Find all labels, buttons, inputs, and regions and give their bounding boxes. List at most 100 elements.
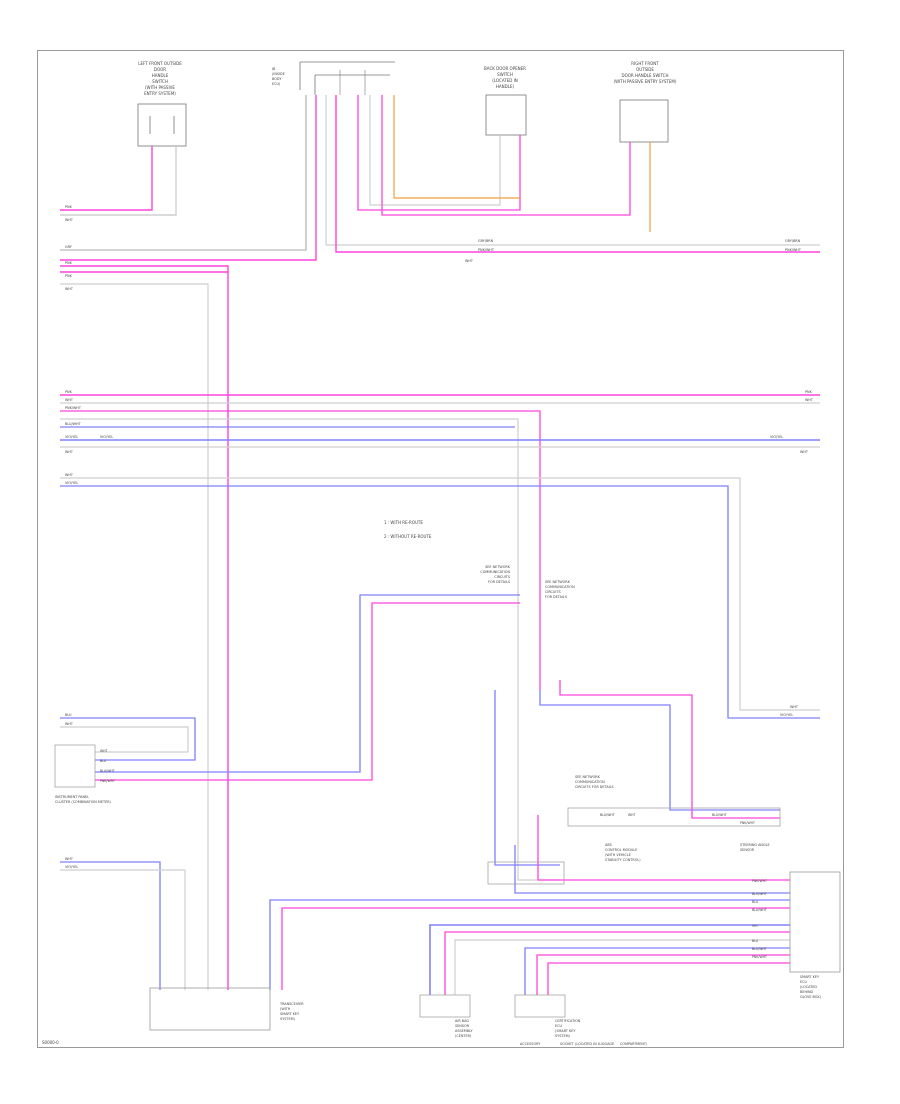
wire-bl-r2: VIO/YEL xyxy=(65,865,78,869)
network-midlink-1: SEE NETWORK COMMUNICATION CIRCUITS FOR D… xyxy=(480,565,510,584)
trunk-label-1: BACK DOOR OPENER xyxy=(484,66,526,71)
diagram-label: WHT xyxy=(100,749,108,753)
wire-inst-r1: BLU xyxy=(65,713,72,717)
wire-segment xyxy=(95,602,520,781)
diagram-label: CERTIFICATION xyxy=(555,1019,581,1023)
wire-bot-r3: BLU xyxy=(752,900,759,904)
jb-label-3: BODY xyxy=(272,77,282,81)
instrument-panel-cluster: BLU WHT WHT BLU BLU/WHT PNK/WHT INSTRUME… xyxy=(54,713,115,804)
network-gateway: SEE NETWORK COMMUNICATION CIRCUITS FOR D… xyxy=(575,775,755,825)
lf-door-label-5: (WITH PASSIVE xyxy=(145,85,175,90)
diagram-label: (SMART KEY xyxy=(555,1029,576,1033)
diagram-label: CIRCUITS xyxy=(545,590,561,594)
diagram-label: WHT xyxy=(628,813,636,817)
wire-segment xyxy=(60,869,186,990)
wire-segment xyxy=(60,410,541,690)
wire-segment xyxy=(60,265,229,990)
air-bag-sensor: AIR BAG SENSOR ASSEMBLY (CENTER) xyxy=(419,994,473,1038)
diagram-label: BLU xyxy=(100,759,107,763)
wire-mid-row5b: VIO/YEL xyxy=(100,435,113,439)
diagram-label: STABILITY CONTROL) xyxy=(605,858,641,862)
wire-bot-r2: BLU/WHT xyxy=(752,892,767,896)
wire-top-r2a: PNK/WHT xyxy=(478,248,495,252)
note-line-1: 1 : WITH RE-ROUTE xyxy=(384,520,423,525)
wire-mid-row7: WHT xyxy=(65,473,74,477)
diagram-label: STEERING ANGLE xyxy=(740,843,770,847)
wire-segment xyxy=(60,146,177,216)
diagram-label: ABS xyxy=(605,843,612,847)
wire-segment xyxy=(60,95,307,251)
rf-door-switch: RIGHT FRONT OUTSIDE DOOR HANDLE SWITCH (… xyxy=(614,61,677,143)
wire-segment xyxy=(269,899,790,990)
wire-right-r1: PNK xyxy=(805,390,813,394)
wire-segment xyxy=(494,690,560,866)
wire-segment xyxy=(537,815,790,881)
wire-mid-row4: BLU/WHT xyxy=(65,422,82,426)
diagram-label: SMART KEY xyxy=(800,975,820,979)
jb-label-1: JB xyxy=(271,67,276,71)
wire-segment xyxy=(547,962,790,995)
abs-control-module: ABS CONTROL MODULE (WITH VEHICLE STABILI… xyxy=(605,843,641,862)
diagram-label: SYSTEM) xyxy=(280,1017,296,1021)
diagram-shape xyxy=(54,744,96,788)
diagram-shape xyxy=(419,994,471,1018)
rf-door-label-1: RIGHT FRONT xyxy=(631,61,659,66)
wire-mid-row5: VIO/YEL xyxy=(65,435,78,439)
diagram-code: S0000-0 xyxy=(42,1040,59,1045)
wire-top-r2b: PNK/WHT xyxy=(785,248,802,252)
diagram-label: CONTROL MODULE xyxy=(605,848,637,852)
trunk-label-2: SWITCH xyxy=(497,72,513,77)
diagram-label: BEHIND xyxy=(800,990,814,994)
diagram-label: SENSOR xyxy=(455,1024,470,1028)
diagram-label: SENSOR xyxy=(740,848,755,852)
diagram-label: SYSTEM) xyxy=(555,1034,571,1038)
steering-angle-sensor: STEERING ANGLE SENSOR xyxy=(740,843,770,852)
lf-door-label-2: DOOR xyxy=(154,67,166,72)
rf-door-label-3: DOOR HANDLE SWITCH xyxy=(622,73,669,78)
wire-inst-r2: WHT xyxy=(65,722,74,726)
wire-segment xyxy=(281,907,790,990)
lf-door-switch: LEFT FRONT OUTSIDE DOOR HANDLE SWITCH (W… xyxy=(137,61,187,147)
transceiver: TRANSCEIVER (WITH SMART KEY SYSTEM) xyxy=(279,1002,304,1021)
diagram-label: ECU xyxy=(800,980,808,984)
wire-left-row4: PNK xyxy=(65,261,73,265)
rf-door-label-4: (WITH PASSIVE ENTRY SYSTEM) xyxy=(614,79,677,84)
jb-label-4: ECU) xyxy=(272,82,281,86)
wire-mid-row3: PNK/WHT xyxy=(65,406,82,410)
wire-mid-row6: WHT xyxy=(65,450,74,454)
wire-right-r6: WHT xyxy=(800,450,809,454)
trunk-label-3: (LOCATED IN xyxy=(492,78,518,83)
wire-segment xyxy=(393,95,520,199)
wire-segment xyxy=(454,939,790,995)
wire-bot-r1: PNK/WHT xyxy=(752,879,767,883)
diagram-label: ACCESSORY xyxy=(520,1042,541,1046)
diagram-label: COMMUNICATION xyxy=(575,780,605,784)
wire-segment xyxy=(335,95,820,253)
wire-segment xyxy=(60,726,189,753)
diagram-shape xyxy=(487,861,565,885)
wire-segment xyxy=(357,95,521,211)
trunk-label-4: HANDLE) xyxy=(496,84,515,89)
wire-right-r5: VIO/YEL xyxy=(770,435,783,439)
lf-door-label-3: HANDLE xyxy=(152,73,169,78)
diagram-label: SMART KEY xyxy=(280,1012,300,1016)
wire-segment xyxy=(369,95,501,206)
wire-top-r1a: GRY/BRN xyxy=(478,239,494,243)
diagram-shape xyxy=(514,994,566,1018)
wire-bot-r8: PNK/WHT xyxy=(752,955,767,959)
wire-segment xyxy=(536,954,790,995)
diagram-label: SEE NETWORK xyxy=(485,565,511,569)
diagram-shape xyxy=(619,99,669,143)
wire-mid-row2: WHT xyxy=(65,398,74,402)
diagram-label: COMPARTMENT) xyxy=(620,1042,648,1046)
network-midlink-2: SEE NETWORK COMMUNICATION CIRCUITS FOR D… xyxy=(545,580,575,599)
diagram-label: (WITH VEHICLE xyxy=(605,853,631,857)
wire-segment xyxy=(444,931,790,995)
diagram-label: SOCKET xyxy=(560,1042,575,1046)
wire-left-row6: WHT xyxy=(65,287,74,291)
rf-door-label-2: OUTSIDE xyxy=(636,67,654,72)
diagram-label: GLOVE BOX) xyxy=(800,995,822,999)
wire-left-row5: PNK xyxy=(65,274,73,278)
